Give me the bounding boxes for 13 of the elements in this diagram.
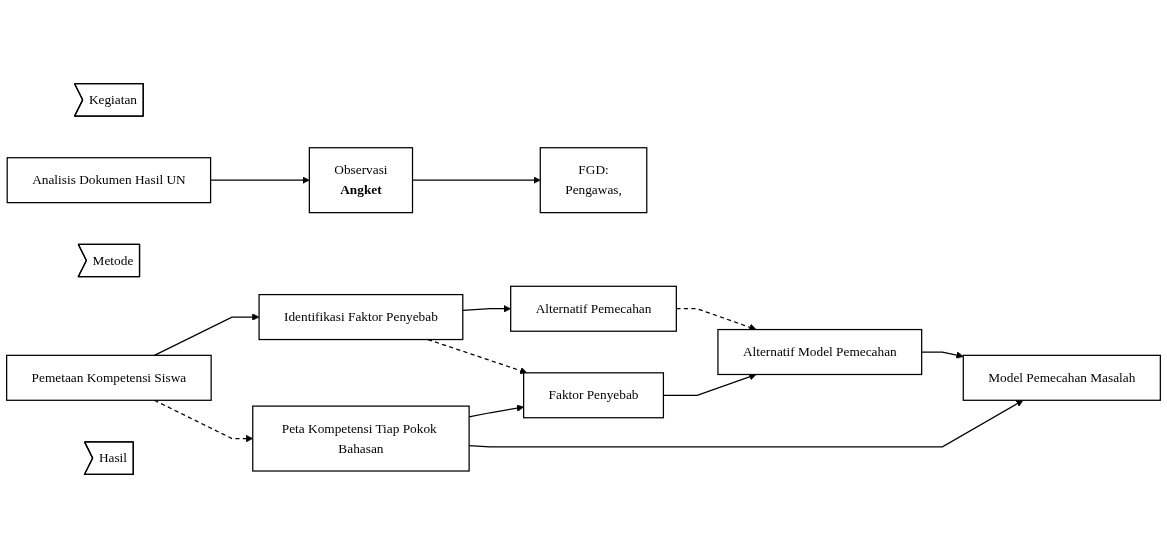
node-box: Faktor Penyebab <box>523 372 665 419</box>
arrow <box>921 351 964 359</box>
node-box: FGD: Pengawas, <box>539 147 648 214</box>
node-box: Pemetaan Kompetensi Siswa <box>6 354 212 401</box>
node-box: Peta Kompetensi Tiap Pokok Bahasan <box>252 405 470 472</box>
arrow <box>427 338 528 375</box>
node-box: Observasi Angket <box>308 147 414 214</box>
node-box: Analisis Dokumen Hasil UN <box>6 157 212 204</box>
arrow <box>153 313 260 356</box>
node-box: Alternatif Pemecahan <box>510 285 677 332</box>
node-box: Model Pemecahan Masalah <box>962 354 1161 401</box>
node-box: Identifikasi Faktor Penyebab <box>258 293 464 341</box>
node-box: Alternatif Model Pemecahan <box>717 328 923 376</box>
